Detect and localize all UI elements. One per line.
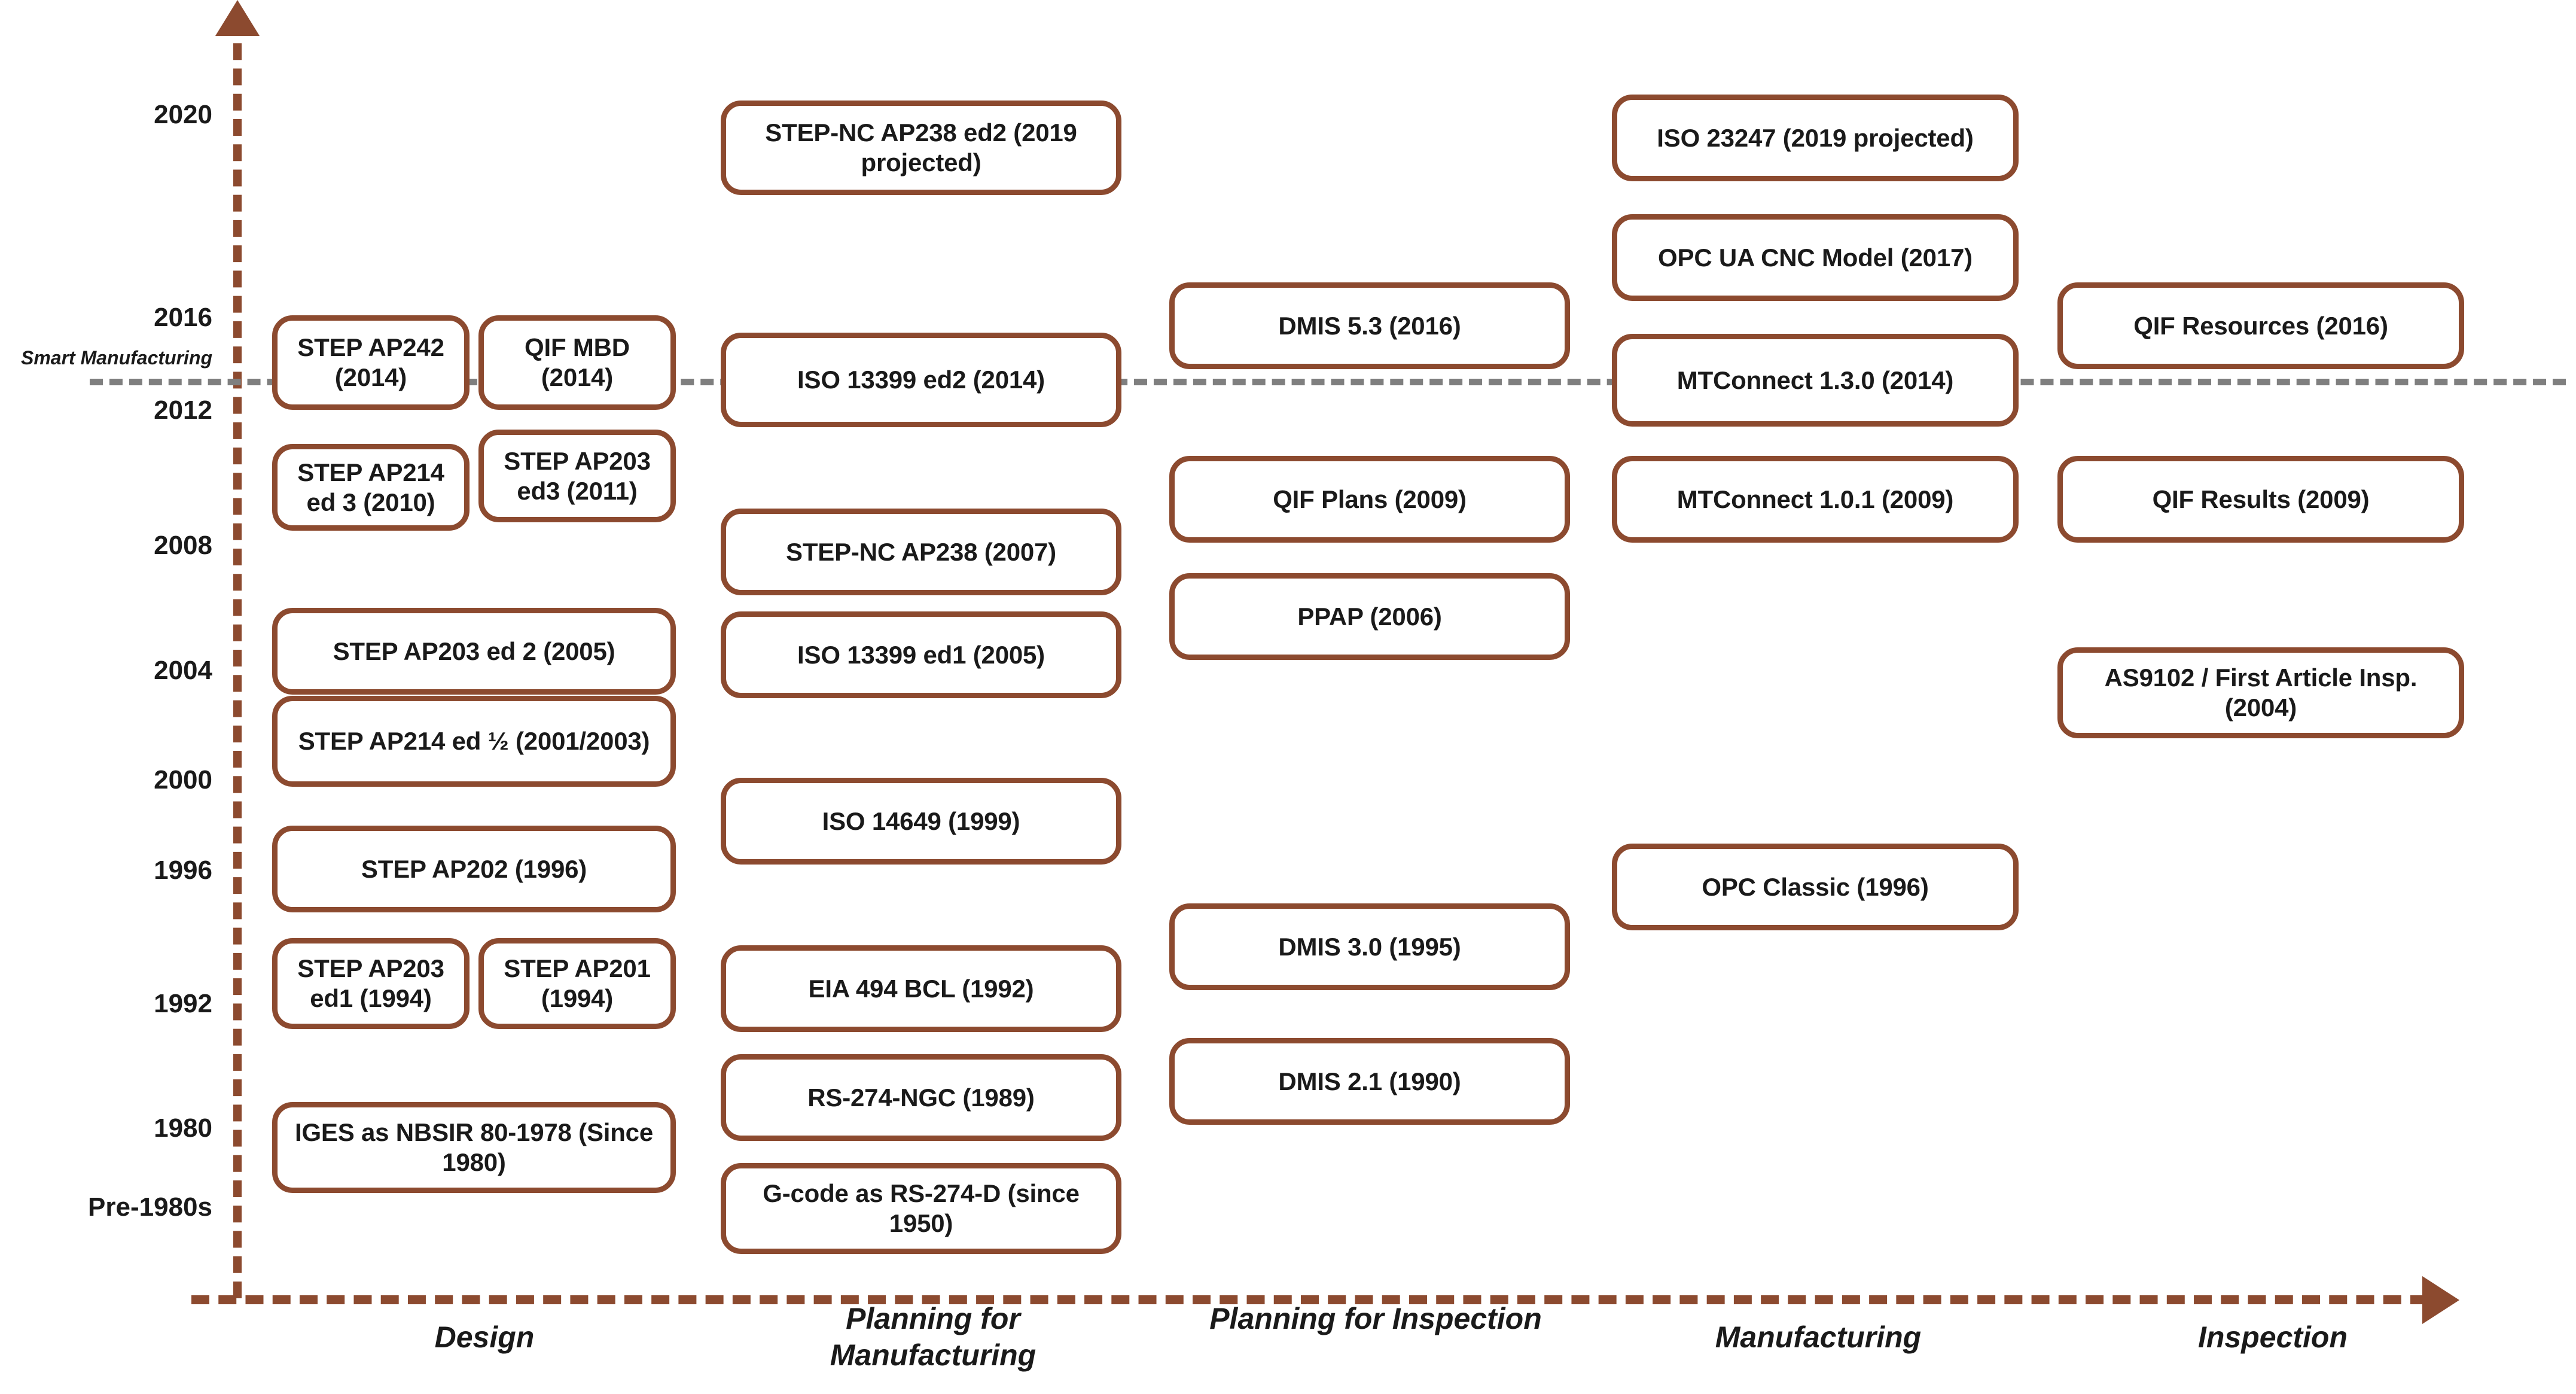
y-axis-arrow-icon xyxy=(215,0,260,36)
y-axis-tick-text: 1996 xyxy=(154,856,212,885)
standard-box[interactable]: ISO 13399 ed2 (2014) xyxy=(721,333,1121,427)
standard-box[interactable]: ISO 14649 (1999) xyxy=(721,778,1121,865)
standard-box[interactable]: DMIS 3.0 (1995) xyxy=(1169,903,1570,990)
standard-box[interactable]: STEP AP214 ed 3 (2010) xyxy=(272,444,470,531)
standard-box[interactable]: DMIS 5.3 (2016) xyxy=(1169,282,1570,369)
standard-box[interactable]: STEP-NC AP238 (2007) xyxy=(721,509,1121,595)
standard-box[interactable]: RS-274-NGC (1989) xyxy=(721,1054,1121,1141)
y-axis-tick-text: 2000 xyxy=(154,765,212,795)
standard-box[interactable]: PPAP (2006) xyxy=(1169,573,1570,660)
x-axis-category-label: Design xyxy=(434,1320,535,1354)
x-axis-category-label: Planning for Manufacturing xyxy=(830,1302,1037,1372)
y-axis-tick-text: 1992 xyxy=(154,989,212,1018)
x-axis-category-label: Inspection xyxy=(2197,1320,2348,1354)
standard-box[interactable]: G-code as RS-274-D (since 1950) xyxy=(721,1163,1121,1254)
standard-box[interactable]: OPC UA CNC Model (2017) xyxy=(1612,214,2019,301)
y-axis-tick-text: 2012 xyxy=(154,395,212,425)
standard-box[interactable]: QIF Results (2009) xyxy=(2057,456,2464,543)
standard-box[interactable]: AS9102 / First Article Insp. (2004) xyxy=(2057,647,2464,738)
standard-box[interactable]: EIA 494 BCL (1992) xyxy=(721,945,1121,1032)
x-axis-category-label: Planning for Inspection xyxy=(1209,1302,1542,1335)
y-axis-tick-text: 2020 xyxy=(154,100,212,129)
x-axis-category-label: Manufacturing xyxy=(1715,1320,1922,1354)
smart-manufacturing-label: Smart Manufacturing xyxy=(20,347,212,369)
standard-box[interactable]: STEP AP242 (2014) xyxy=(272,315,470,410)
standard-box[interactable]: MTConnect 1.0.1 (2009) xyxy=(1612,456,2019,543)
standard-box[interactable]: STEP AP203 ed1 (1994) xyxy=(272,938,470,1029)
standard-box[interactable]: MTConnect 1.3.0 (2014) xyxy=(1612,334,2019,427)
y-axis-tick-text: 2008 xyxy=(154,531,212,560)
y-axis-tick-text: 2016 xyxy=(154,303,212,332)
standard-box[interactable]: STEP AP203 ed3 (2011) xyxy=(478,430,676,522)
standard-box[interactable]: QIF MBD (2014) xyxy=(478,315,676,410)
standard-box[interactable]: QIF Plans (2009) xyxy=(1169,456,1570,543)
y-axis-tick-text: 1980 xyxy=(154,1113,212,1143)
standard-box[interactable]: OPC Classic (1996) xyxy=(1612,844,2019,930)
standard-box[interactable]: ISO 13399 ed1 (2005) xyxy=(721,611,1121,698)
y-axis-tick-text: Pre-1980s xyxy=(88,1192,212,1222)
standard-box[interactable]: QIF Resources (2016) xyxy=(2057,282,2464,369)
standard-box[interactable]: STEP-NC AP238 ed2 (2019 projected) xyxy=(721,101,1121,195)
smart-manufacturing-divider xyxy=(90,379,2566,385)
standard-box[interactable]: STEP AP201 (1994) xyxy=(478,938,676,1029)
y-axis-tick-text: 2004 xyxy=(154,656,212,685)
x-axis-line xyxy=(191,1295,2428,1304)
standard-box[interactable]: DMIS 2.1 (1990) xyxy=(1169,1038,1570,1125)
x-axis-arrow-icon xyxy=(2422,1276,2459,1324)
standard-box[interactable]: STEP AP203 ed 2 (2005) xyxy=(272,608,676,695)
standard-box[interactable]: IGES as NBSIR 80-1978 (Since 1980) xyxy=(272,1102,676,1193)
standard-box[interactable]: ISO 23247 (2019 projected) xyxy=(1612,95,2019,181)
standard-box[interactable]: STEP AP202 (1996) xyxy=(272,826,676,912)
y-axis-line xyxy=(233,18,242,1298)
standard-box[interactable]: STEP AP214 ed ½ (2001/2003) xyxy=(272,696,676,787)
